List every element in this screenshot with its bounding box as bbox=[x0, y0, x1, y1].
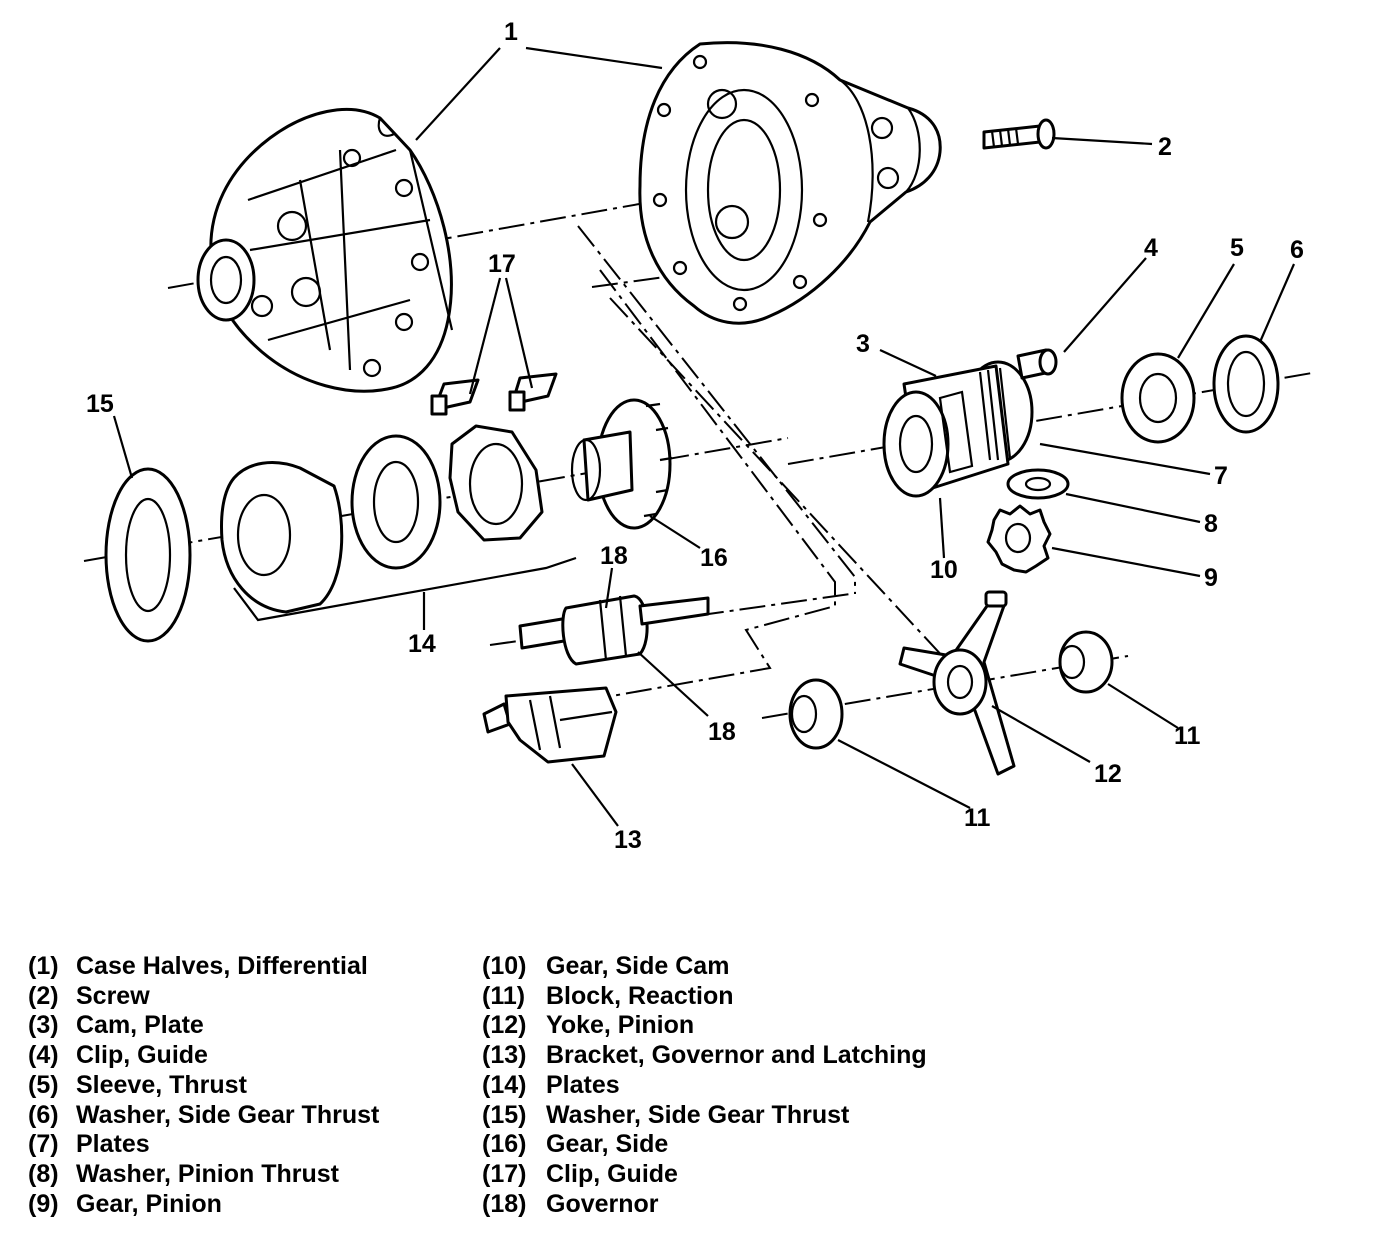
legend-label: Sleeve, Thrust bbox=[76, 1070, 247, 1099]
legend-number: (7) bbox=[28, 1130, 59, 1159]
legend-item: (5) Sleeve, Thrust bbox=[28, 1071, 379, 1101]
legend-item: (14) Plates bbox=[482, 1071, 927, 1101]
clip-guide-right bbox=[1016, 348, 1058, 380]
legend-label: Case Halves, Differential bbox=[76, 952, 368, 980]
legend-item: (11) Block, Reaction bbox=[482, 982, 927, 1012]
callout-12: 12 bbox=[1094, 760, 1122, 788]
callout-15: 15 bbox=[86, 390, 114, 418]
screw bbox=[982, 118, 1056, 150]
legend-item: (9) Gear, Pinion bbox=[28, 1190, 379, 1220]
legend-number: (4) bbox=[28, 1041, 59, 1070]
legend-number: (8) bbox=[28, 1159, 59, 1188]
legend-item: (1) Case Halves, Differential bbox=[28, 952, 379, 982]
legend-label: Block, Reaction bbox=[546, 981, 734, 1010]
callout-9: 9 bbox=[1204, 564, 1218, 592]
reaction-block-lower bbox=[788, 678, 844, 750]
legend-number: (14) bbox=[482, 1070, 527, 1099]
legend-item: (13) Bracket, Governor and Latching bbox=[482, 1041, 927, 1071]
callout-1: 1 bbox=[504, 18, 518, 46]
legend-number: (1) bbox=[28, 952, 59, 980]
legend-item: (8) Washer, Pinion Thrust bbox=[28, 1160, 379, 1190]
callout-2: 2 bbox=[1158, 133, 1172, 161]
legend-item: (12) Yoke, Pinion bbox=[482, 1011, 927, 1041]
callout-labels: 1 2 3 4 5 6 7 8 9 10 11 11 12 13 14 15 1… bbox=[86, 18, 1304, 854]
legend-item: (10) Gear, Side Cam bbox=[482, 952, 927, 982]
callout-6: 6 bbox=[1290, 236, 1304, 264]
legend-label: Plates bbox=[76, 1130, 150, 1159]
callout-18-upper: 18 bbox=[600, 542, 628, 570]
thrust-sleeve bbox=[1120, 352, 1196, 444]
legend-number: (12) bbox=[482, 1011, 527, 1040]
legend-label: Bracket, Governor and Latching bbox=[546, 1041, 927, 1070]
legend-item: (15) Washer, Side Gear Thrust bbox=[482, 1101, 927, 1131]
legend-number: (13) bbox=[482, 1041, 527, 1070]
legend-label: Governor bbox=[546, 1189, 659, 1218]
legend-item: (16) Gear, Side bbox=[482, 1130, 927, 1160]
legend-number: (5) bbox=[28, 1070, 59, 1099]
callout-11-upper: 11 bbox=[1174, 722, 1201, 750]
pinion-thrust-washer bbox=[1006, 468, 1070, 500]
legend-label: Clip, Guide bbox=[76, 1041, 208, 1070]
leader-lines bbox=[112, 46, 1296, 827]
legend-number: (18) bbox=[482, 1189, 527, 1218]
legend-item: (3) Cam, Plate bbox=[28, 1011, 379, 1041]
legend-item: (18) Governor bbox=[482, 1190, 927, 1220]
legend-left-column: (1) Case Halves, Differential (2) Screw (3… bbox=[28, 952, 379, 1219]
case-half-left bbox=[196, 107, 454, 393]
clip-guides bbox=[430, 372, 558, 416]
legend-number: (9) bbox=[28, 1189, 59, 1218]
legend-number: (10) bbox=[482, 952, 527, 980]
side-gear-thrust-washer-right bbox=[1212, 334, 1280, 434]
callout-4: 4 bbox=[1144, 234, 1158, 262]
callout-17: 17 bbox=[488, 250, 516, 278]
legend-label: Gear, Side Cam bbox=[546, 952, 730, 980]
legend-number: (16) bbox=[482, 1130, 527, 1159]
legend-item: (2) Screw bbox=[28, 982, 379, 1012]
callout-3: 3 bbox=[856, 330, 870, 358]
callout-13: 13 bbox=[614, 826, 642, 854]
callout-14: 14 bbox=[408, 630, 436, 658]
callout-7: 7 bbox=[1214, 462, 1228, 490]
legend-number: (11) bbox=[482, 981, 526, 1010]
legend-number: (3) bbox=[28, 1011, 59, 1040]
callout-18-lower: 18 bbox=[708, 718, 736, 746]
legend-number: (6) bbox=[28, 1100, 59, 1129]
legend-right-column: (10) Gear, Side Cam (11) Block, Reaction (… bbox=[482, 952, 927, 1219]
legend-label: Gear, Side bbox=[546, 1130, 669, 1159]
legend-label: Plates bbox=[546, 1070, 620, 1099]
legend-label: Washer, Side Gear Thrust bbox=[546, 1100, 850, 1129]
legend-label: Washer, Pinion Thrust bbox=[76, 1159, 339, 1188]
side-gear bbox=[570, 398, 673, 530]
legend-item: (17) Clip, Guide bbox=[482, 1160, 927, 1190]
callout-5: 5 bbox=[1230, 234, 1244, 262]
legend-number: (17) bbox=[482, 1159, 527, 1188]
callout-11-lower: 11 bbox=[964, 804, 991, 832]
plates-stack bbox=[220, 424, 577, 622]
legend-label: Washer, Side Gear Thrust bbox=[76, 1100, 380, 1129]
legend-number: (2) bbox=[28, 981, 59, 1010]
reaction-block-upper bbox=[1058, 630, 1114, 694]
legend-label: Yoke, Pinion bbox=[546, 1011, 695, 1040]
callout-8: 8 bbox=[1204, 510, 1218, 538]
pinion-yoke bbox=[898, 590, 1016, 776]
cam-plate-assembly bbox=[882, 360, 1034, 498]
legend-item: (4) Clip, Guide bbox=[28, 1041, 379, 1071]
legend-label: Gear, Pinion bbox=[76, 1189, 222, 1218]
governor-latching-bracket bbox=[482, 686, 618, 764]
side-gear-thrust-washer-left bbox=[104, 467, 192, 643]
callout-16: 16 bbox=[700, 544, 728, 572]
legend-label: Cam, Plate bbox=[76, 1011, 204, 1040]
legend-item: (6) Washer, Side Gear Thrust bbox=[28, 1101, 379, 1131]
legend-item: (7) Plates bbox=[28, 1130, 379, 1160]
legend-label: Screw bbox=[76, 981, 150, 1010]
pinion-gear bbox=[986, 504, 1052, 574]
callout-10: 10 bbox=[930, 556, 958, 584]
case-half-right bbox=[638, 41, 942, 325]
legend-label: Clip, Guide bbox=[546, 1159, 678, 1188]
legend-number: (15) bbox=[482, 1100, 527, 1129]
exploded-differential-diagram: 1 2 3 4 5 6 7 8 9 10 11 11 12 13 14 15 1… bbox=[83, 18, 1313, 854]
governor bbox=[518, 594, 710, 666]
